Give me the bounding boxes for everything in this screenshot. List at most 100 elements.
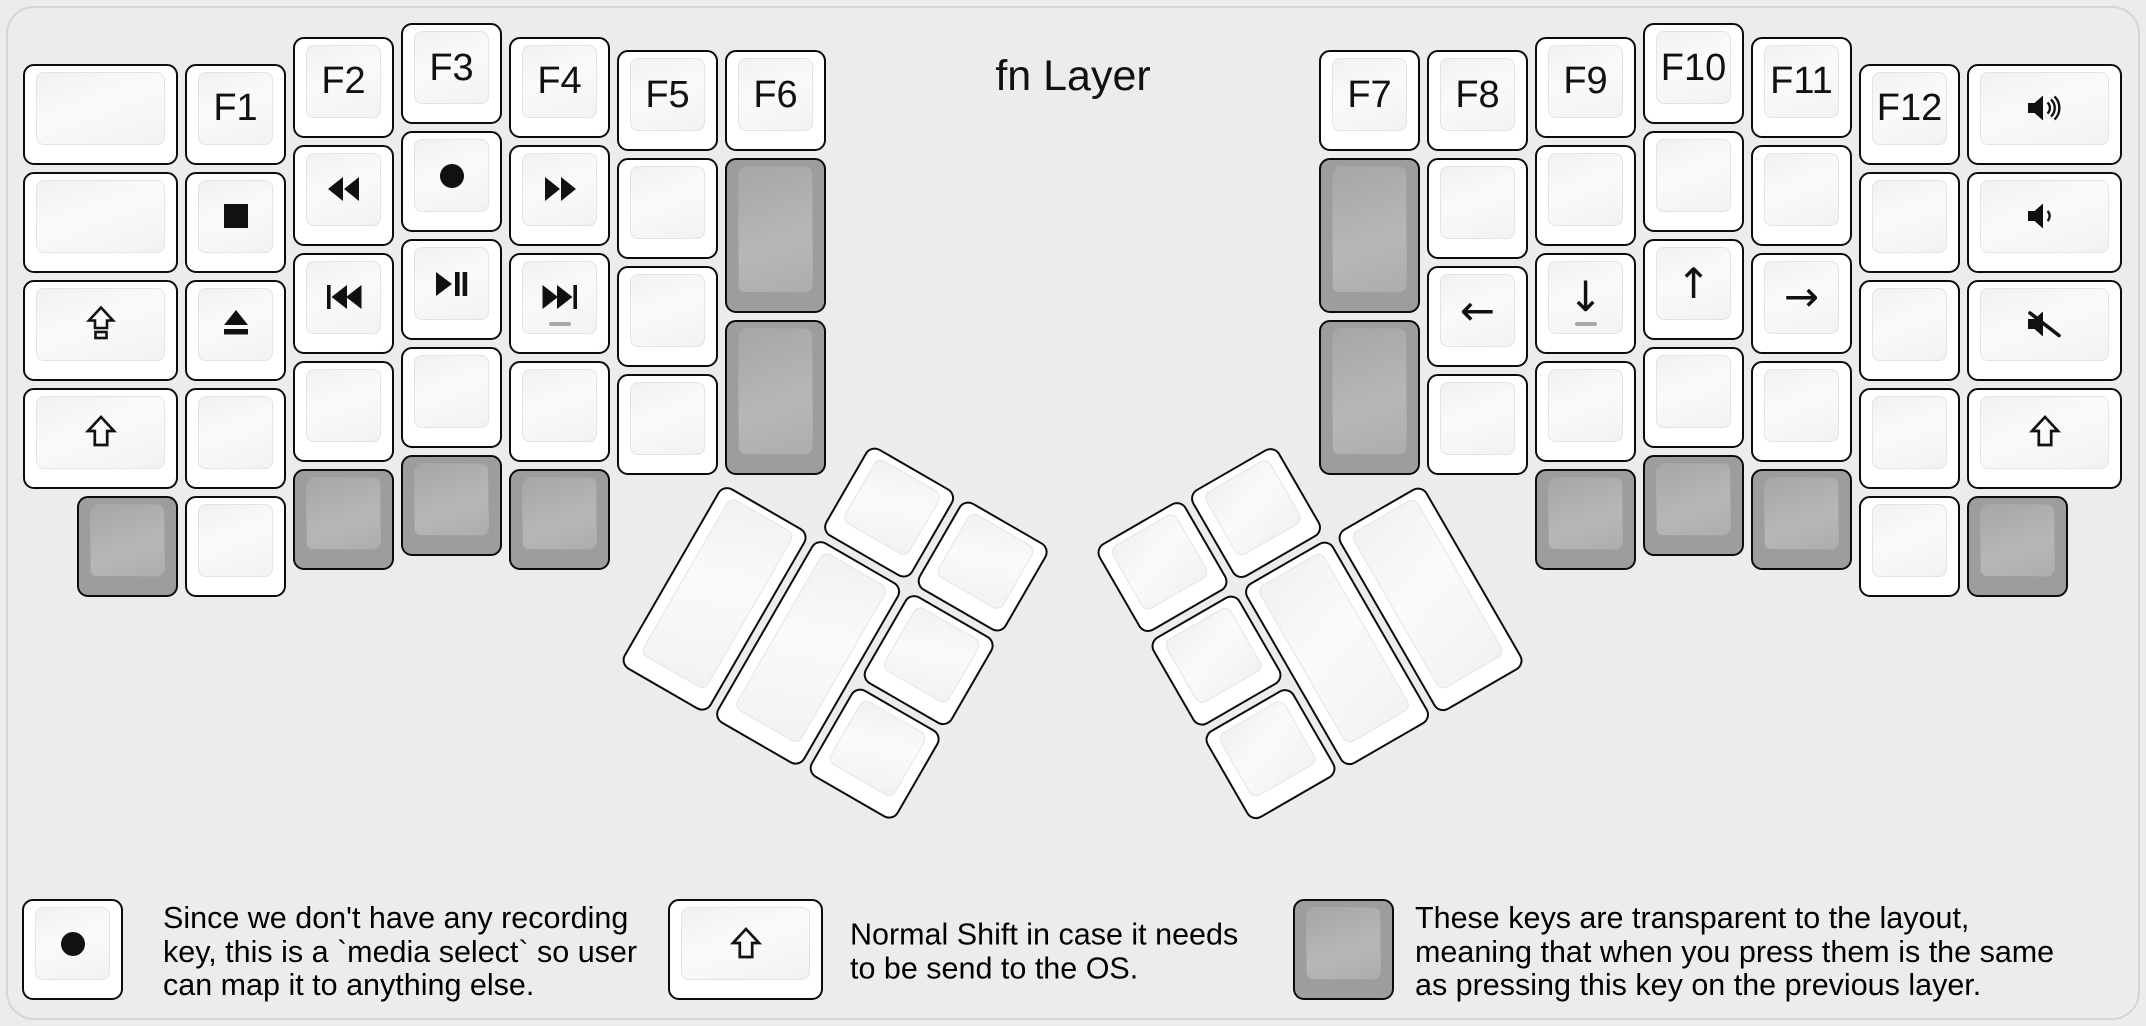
key-fast-forward[interactable]	[509, 144, 610, 246]
ffwd-icon	[538, 167, 582, 211]
key-f8[interactable]: F8	[1427, 50, 1528, 151]
layer-title: fn Layer	[995, 52, 1151, 100]
keycap-top	[306, 368, 381, 442]
key-media-stop[interactable]	[185, 171, 286, 273]
keycap-top: F7	[1332, 58, 1407, 131]
keycap-top: ↓	[1548, 260, 1623, 334]
key-f1[interactable]: F1	[185, 63, 286, 165]
key-blank[interactable]	[1535, 144, 1636, 246]
key-transparent[interactable]	[1643, 455, 1744, 556]
keycap-top	[306, 260, 381, 334]
key-volume-down[interactable]	[1967, 171, 2122, 273]
key-blank[interactable]	[185, 387, 286, 489]
key-play-pause[interactable]	[401, 239, 502, 340]
key-eject[interactable]	[185, 279, 286, 381]
keycap-top: →	[1764, 260, 1839, 334]
keycap-top	[1656, 355, 1731, 428]
keycap-top	[738, 328, 813, 455]
key-transparent[interactable]	[1319, 320, 1420, 475]
key-f9[interactable]: F9	[1535, 36, 1636, 138]
key-blank[interactable]	[23, 63, 178, 165]
key-blank[interactable]	[1859, 279, 1960, 381]
key-blank[interactable]	[1859, 171, 1960, 273]
key-transparent[interactable]	[77, 495, 178, 597]
key-blank[interactable]	[1751, 360, 1852, 462]
keycap-top	[1216, 698, 1319, 800]
key-f4[interactable]: F4	[509, 36, 610, 138]
key-shift[interactable]	[1967, 387, 2122, 489]
key-label: F1	[213, 87, 258, 129]
rewind-icon	[322, 167, 366, 211]
keycap-top	[1548, 152, 1623, 226]
keycap-top: F4	[522, 44, 597, 118]
keycap-top	[1872, 395, 1947, 469]
keycap-top	[1764, 152, 1839, 226]
key-blank[interactable]	[1751, 144, 1852, 246]
key-transparent[interactable]	[725, 158, 826, 313]
key-arrow-left[interactable]: ←	[1427, 266, 1528, 367]
key-transparent[interactable]	[1967, 495, 2068, 597]
key-transparent[interactable]	[293, 468, 394, 570]
key-blank[interactable]	[1859, 495, 1960, 597]
key-blank[interactable]	[509, 360, 610, 462]
keycap-top	[1162, 605, 1265, 706]
key-blank[interactable]	[1643, 131, 1744, 232]
key-f11[interactable]: F11	[1751, 36, 1852, 138]
keycap-top: F12	[1872, 71, 1947, 145]
keycap-top	[198, 395, 273, 469]
legend-text-2: These keys are transparent to the layout…	[1415, 900, 2055, 1002]
key-media-select-record[interactable]	[401, 131, 502, 232]
key-blank[interactable]	[1535, 360, 1636, 462]
key-blank[interactable]	[1427, 158, 1528, 259]
keycap-top	[1872, 179, 1947, 253]
key-f7[interactable]: F7	[1319, 50, 1420, 151]
key-f6[interactable]: F6	[725, 50, 826, 151]
key-transparent[interactable]	[509, 468, 610, 570]
key-blank[interactable]	[1643, 347, 1744, 448]
key-f3[interactable]: F3	[401, 23, 502, 124]
key-arrow-right[interactable]: →	[1751, 252, 1852, 354]
key-volume-up[interactable]	[1967, 63, 2122, 165]
key-f12[interactable]: F12	[1859, 63, 1960, 165]
key-blank[interactable]	[617, 158, 718, 259]
key-blank[interactable]	[401, 347, 502, 448]
keycap-top	[1332, 328, 1407, 455]
key-label: F8	[1455, 73, 1500, 116]
key-mute[interactable]	[1967, 279, 2122, 381]
key-label: F3	[429, 46, 474, 89]
key-blank[interactable]	[1859, 387, 1960, 489]
key-blank[interactable]	[617, 266, 718, 367]
keycap-top: F1	[198, 71, 273, 145]
key-blank[interactable]	[1427, 374, 1528, 475]
key-f10[interactable]: F10	[1643, 23, 1744, 124]
keycap-top	[1548, 476, 1623, 550]
key-shift[interactable]	[23, 387, 178, 489]
key-blank[interactable]	[185, 495, 286, 597]
key-f5[interactable]: F5	[617, 50, 718, 151]
keycap-top	[198, 287, 273, 361]
key-prev-track[interactable]	[293, 252, 394, 354]
key-label: F4	[537, 60, 582, 102]
key-caps-lock[interactable]	[23, 279, 178, 381]
key-blank[interactable]	[23, 171, 178, 273]
key-rewind[interactable]	[293, 144, 394, 246]
key-blank[interactable]	[617, 374, 718, 475]
key-f2[interactable]: F2	[293, 36, 394, 138]
key-transparent[interactable]	[1319, 158, 1420, 313]
key-arrow-down[interactable]: ↓	[1535, 252, 1636, 354]
key-transparent[interactable]	[401, 455, 502, 556]
key-transparent[interactable]	[1751, 468, 1852, 570]
key-next-track[interactable]	[509, 252, 610, 354]
keycap-top	[1764, 368, 1839, 442]
keycap-top	[414, 355, 489, 428]
key-label: ←	[1459, 285, 1496, 335]
key-transparent[interactable]	[725, 320, 826, 475]
key-arrow-up[interactable]: ↑	[1643, 239, 1744, 340]
keycap-top	[1656, 463, 1731, 536]
keycap-top	[934, 510, 1037, 612]
key-blank[interactable]	[293, 360, 394, 462]
key-transparent[interactable]	[1535, 468, 1636, 570]
key-label: F2	[321, 60, 366, 102]
keycap-top	[1548, 368, 1623, 442]
